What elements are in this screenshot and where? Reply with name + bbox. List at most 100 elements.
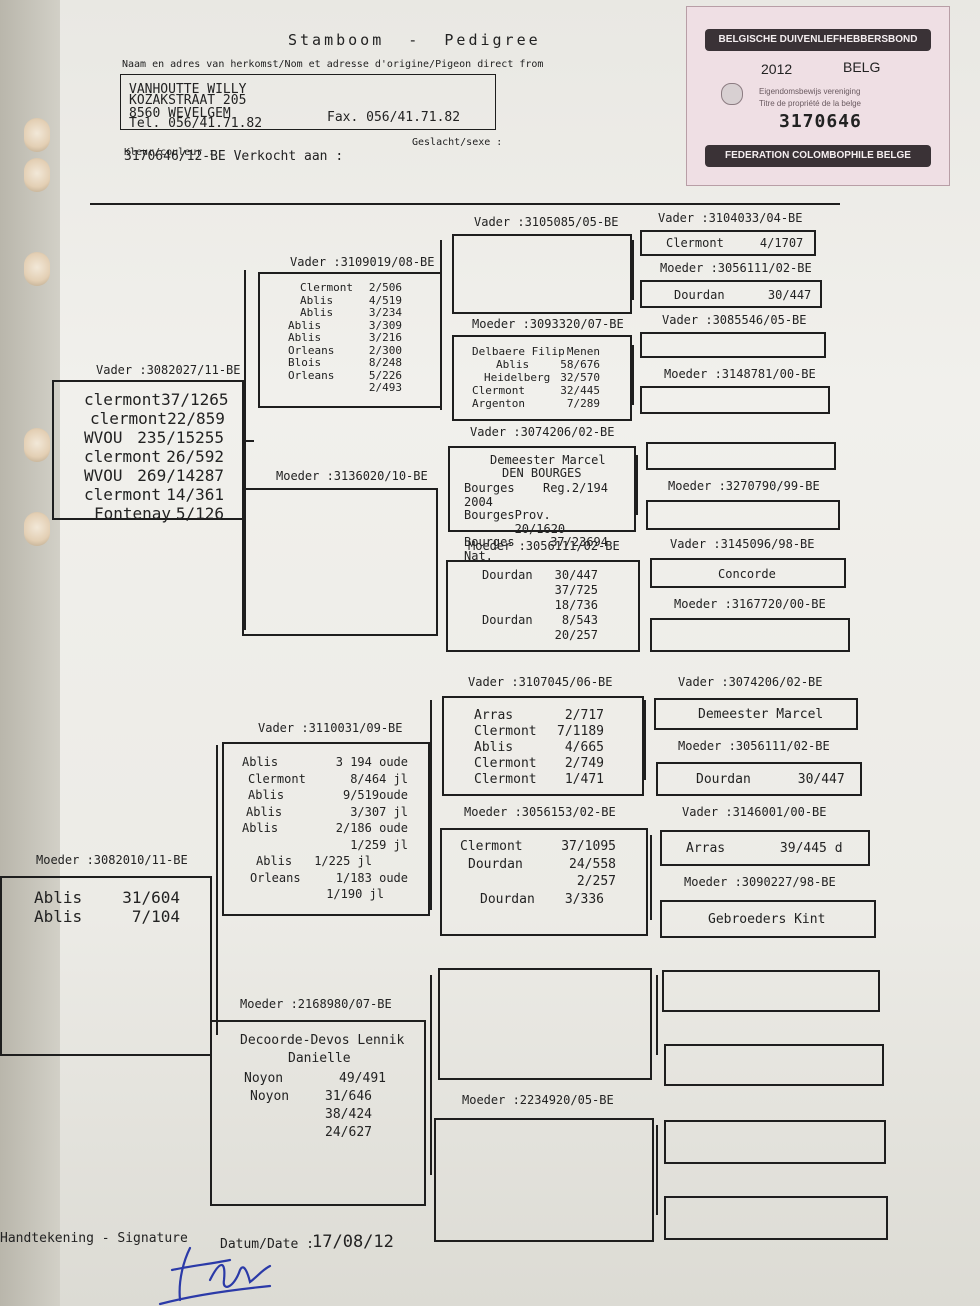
mppm-label: Moeder :3056111/02-BE [678, 739, 830, 753]
pmp-box: Demeester Marcel DEN BOURGES Bourges 200… [448, 446, 636, 562]
ring-number: 3170646/12-BE Verkocht aan : [124, 149, 344, 164]
stamp-top-band: BELGISCHE DUIVENLIEFHEBBERSBOND [705, 29, 931, 51]
mmpm-box [664, 1044, 884, 1086]
mpmm-label: Moeder :3090227/98-BE [684, 875, 836, 889]
connector [656, 975, 658, 1055]
pmmp-text: Concorde [718, 567, 776, 581]
pmp-breeder: Demeester Marcel [490, 453, 606, 467]
pppp-text: Clermont 4/1707 [666, 236, 804, 250]
mpmp-label: Vader :3146001/00-BE [682, 805, 827, 819]
stamp-line1: Eigendomsbewijs vereniging [759, 87, 861, 96]
ppmm-box [640, 386, 830, 414]
mmp-box [438, 968, 652, 1080]
connector [650, 835, 652, 920]
stamp-country: BELG [843, 59, 881, 75]
owner-name: VANHOUTTE WILLY [129, 82, 247, 97]
stamp-year: 2012 [761, 61, 793, 77]
mmm-box [434, 1118, 654, 1242]
connector [632, 345, 634, 405]
pmpp-box [646, 442, 836, 470]
dam-label: Moeder :3082010/11-BE [36, 853, 188, 867]
ppmm-label: Moeder :3148781/00-BE [664, 367, 816, 381]
connector [632, 240, 634, 300]
pmpm-label: Moeder :3270790/99-BE [668, 479, 820, 493]
connector [656, 1125, 658, 1215]
pedigree-sheet [60, 0, 980, 1306]
connector [244, 440, 254, 442]
sex-label: Geslacht/sexe : [412, 137, 503, 148]
owner-box: VANHOUTTE WILLY KOZAKSTRAAT 205 8560 WEV… [120, 74, 496, 130]
result-row: 1/259 jl [350, 837, 408, 852]
result-row: 18/736 [554, 598, 598, 612]
mppp-label: Vader :3074206/02-BE [678, 675, 823, 689]
mppm-box: Dourdan 30/447 [656, 762, 862, 796]
hologram-icon [721, 83, 743, 105]
connector [430, 700, 432, 910]
mpmm-box: Gebroeders Kint [660, 900, 876, 938]
date-label: Datum/Date : [220, 1237, 314, 1252]
punch-hole [24, 512, 50, 546]
ownership-stamp: BELGISCHE DUIVENLIEFHEBBERSBOND 2012 BEL… [686, 6, 950, 186]
mpmp-box: Arras 39/445 d [660, 830, 870, 866]
ppp-box [452, 234, 632, 314]
connector [644, 700, 646, 780]
mmmp-box [664, 1120, 886, 1164]
mppp-box: Demeester Marcel [654, 698, 858, 730]
sire-mother-label: Moeder :3136020/10-BE [276, 469, 428, 483]
connector [244, 270, 246, 630]
owner-street: KOZAKSTRAAT 205 [129, 93, 247, 108]
pppm-label: Moeder :3056111/02-BE [660, 261, 812, 275]
mpmm-text: Gebroeders Kint [708, 912, 826, 927]
punch-hole [24, 428, 50, 462]
ppm-label: Moeder :3093320/07-BE [472, 317, 624, 331]
mpp-label: Vader :3107045/06-BE [468, 675, 613, 689]
pmmm-box [650, 618, 850, 652]
page-title: Stamboom - Pedigree [288, 31, 541, 49]
header-rule [90, 203, 840, 205]
sire-mother-box [242, 488, 438, 636]
pmp-loft: DEN BOURGES [502, 466, 582, 480]
mmpp-box [662, 970, 880, 1012]
sire-father-label: Vader :3109019/08-BE [290, 255, 435, 269]
sire-label: Vader :3082027/11-BE [96, 363, 241, 377]
